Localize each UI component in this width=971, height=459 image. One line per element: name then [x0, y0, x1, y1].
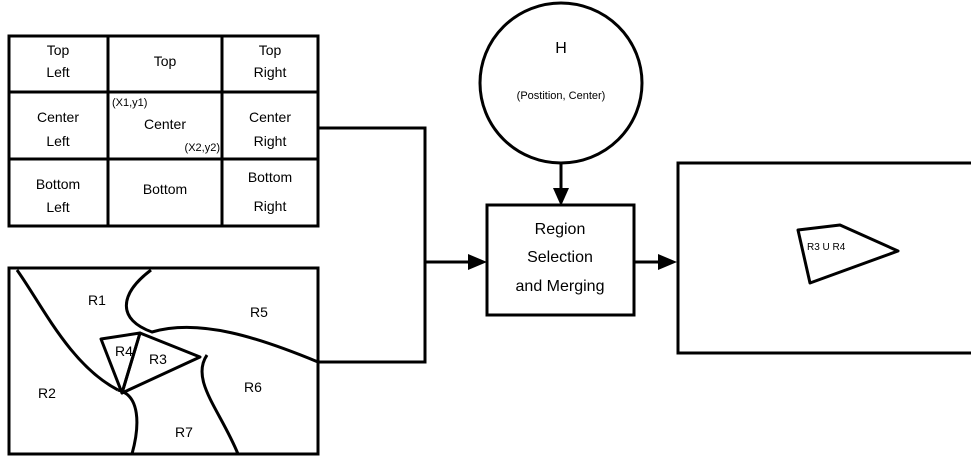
cell-bottom-left-line1: Bottom	[36, 176, 80, 192]
output-panel: R3 U R4	[676, 161, 971, 355]
cell-bottom: Bottom	[143, 181, 187, 197]
heuristic-node: H (Postition, Center)	[478, 1, 644, 206]
merge-process: Region Selection and Merging	[485, 203, 677, 317]
cell-center-right-line2: Right	[254, 133, 287, 149]
heuristic-caption: (Postition, Center)	[517, 90, 606, 102]
boundary-r2-r7	[117, 388, 139, 455]
position-grid: Top Left Top Top Right Center Left (X1,y…	[7, 34, 320, 228]
region-label-r3: R3	[149, 351, 167, 367]
center-corner-1: (X1,y1)	[112, 97, 147, 109]
output-frame	[676, 161, 971, 355]
region-label-r7: R7	[175, 424, 193, 440]
cell-top-left-line2: Left	[46, 64, 69, 80]
arrowhead-to-output	[658, 254, 677, 270]
cell-top-left-line1: Top	[47, 42, 70, 58]
cell-bottom-right-line1: Bottom	[248, 169, 292, 185]
cell-top-right-line1: Top	[259, 42, 282, 58]
region-label-r4: R4	[115, 343, 133, 359]
merged-region-label: R3 U R4	[807, 242, 846, 253]
connector-region-map	[318, 262, 427, 364]
heuristic-letter: H	[555, 40, 567, 57]
region-label-r5: R5	[250, 304, 268, 320]
merge-process-line1: Region	[535, 221, 586, 238]
heuristic-circle	[478, 1, 644, 165]
region-map: R1 R2 R3 R4 R5 R6 R7	[7, 266, 320, 456]
grid-border	[7, 34, 320, 228]
merge-process-line2: Selection	[527, 249, 593, 266]
region-label-r1: R1	[88, 292, 106, 308]
merge-process-box	[485, 203, 636, 317]
region-label-r6: R6	[244, 379, 262, 395]
cell-center-right-line1: Center	[249, 109, 291, 125]
cell-bottom-right-line2: Right	[254, 198, 287, 214]
boundary-r1-r5	[125, 268, 319, 364]
merge-process-line3: and Merging	[516, 278, 605, 295]
merged-region-shape	[796, 223, 900, 285]
region-r3-triangle	[120, 331, 202, 395]
connector-grid	[318, 126, 427, 262]
boundary-r1-r2	[15, 269, 119, 392]
arrowhead-into-merge	[468, 254, 487, 270]
region-label-r2: R2	[38, 385, 56, 401]
cell-bottom-left-line2: Left	[46, 199, 69, 215]
boundary-r6-r7	[200, 354, 240, 455]
cell-center-left-line2: Left	[46, 133, 69, 149]
center-corner-2: (X2,y2)	[185, 142, 220, 154]
cell-top: Top	[154, 53, 177, 69]
cell-center: Center	[144, 116, 186, 132]
cell-center-left-line1: Center	[37, 109, 79, 125]
arrowhead-heuristic	[553, 188, 569, 206]
input-connectors	[318, 126, 487, 364]
cell-top-right-line2: Right	[254, 64, 287, 80]
